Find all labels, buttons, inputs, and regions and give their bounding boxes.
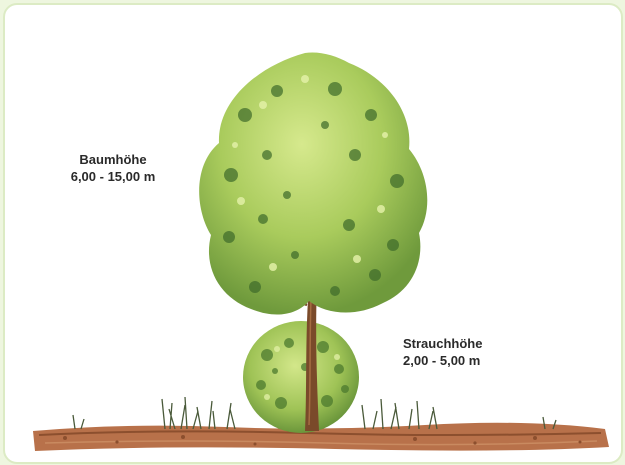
- tree-height-label: Baumhöhe 6,00 - 15,00 m: [55, 151, 171, 185]
- tree-crown: [199, 52, 427, 314]
- tree-shrub-illustration: [5, 5, 621, 462]
- tree-height-value: 6,00 - 15,00 m: [55, 168, 171, 185]
- shrub: [243, 321, 359, 433]
- tree-height-title: Baumhöhe: [55, 151, 171, 168]
- shrub-height-value: 2,00 - 5,00 m: [403, 352, 515, 369]
- illustration-card: Baumhöhe 6,00 - 15,00 m Strauchhöhe 2,00…: [3, 3, 623, 464]
- shrub-height-title: Strauchhöhe: [403, 335, 515, 352]
- shrub-height-label: Strauchhöhe 2,00 - 5,00 m: [403, 335, 515, 369]
